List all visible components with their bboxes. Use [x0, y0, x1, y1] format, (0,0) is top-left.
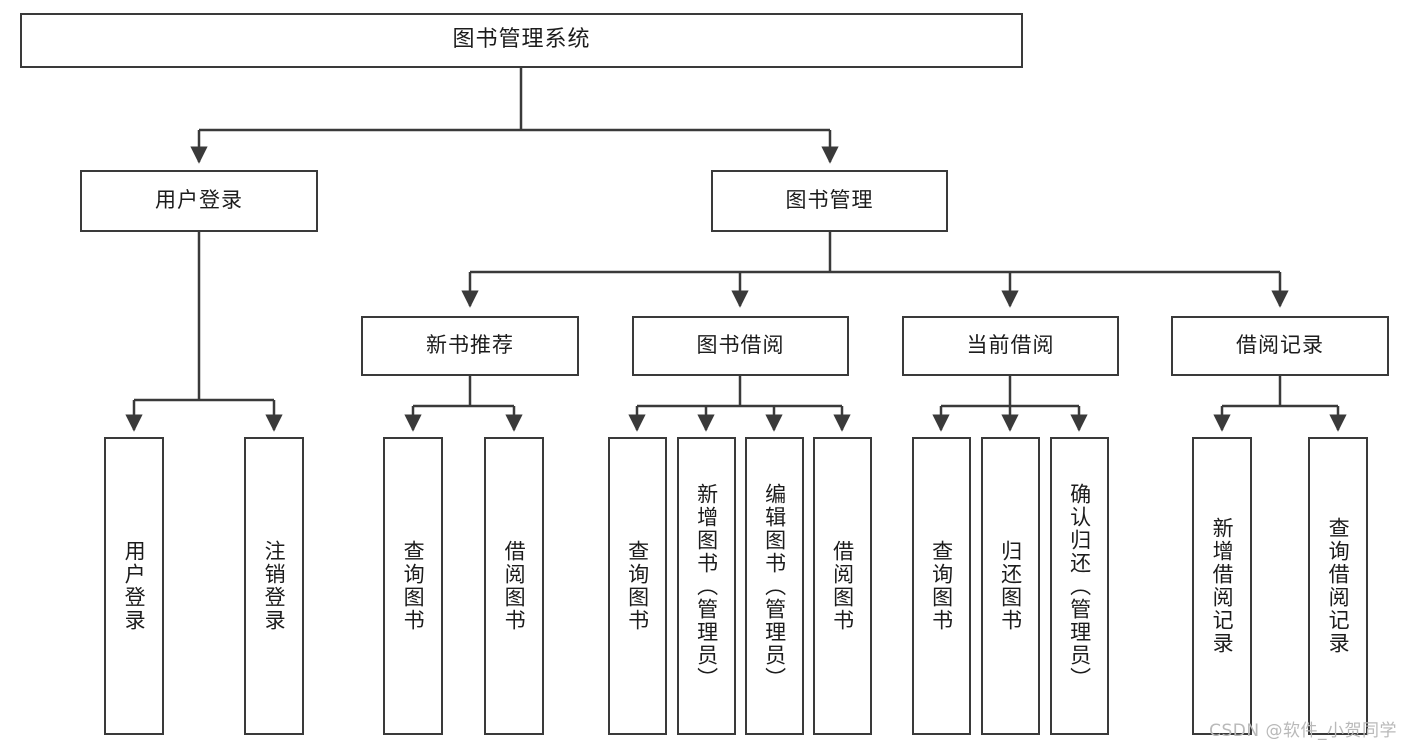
- node-leaf-logout-label: 注销登录: [262, 540, 287, 632]
- node-leaf-add-borrow-record[interactable]: 新增借阅记录: [1192, 437, 1252, 735]
- node-leaf-query-book-current-label: 查询图书: [929, 540, 954, 632]
- node-root[interactable]: 图书管理系统: [20, 13, 1023, 68]
- node-user-login[interactable]: 用户登录: [80, 170, 318, 232]
- node-leaf-query-book-borrow-label: 查询图书: [625, 540, 650, 632]
- node-leaf-borrow-book-borrow-label: 借阅图书: [830, 540, 855, 632]
- node-new-book-recommend-label: 新书推荐: [426, 333, 514, 358]
- node-leaf-logout[interactable]: 注销登录: [244, 437, 304, 735]
- node-leaf-edit-book-admin-label: 编辑图书（管理员）: [762, 482, 787, 690]
- node-leaf-query-borrow-record[interactable]: 查询借阅记录: [1308, 437, 1368, 735]
- node-user-login-label: 用户登录: [155, 188, 243, 213]
- node-leaf-query-borrow-record-label: 查询借阅记录: [1326, 517, 1351, 655]
- node-leaf-add-book-admin-label: 新增图书（管理员）: [694, 482, 719, 690]
- node-leaf-user-login[interactable]: 用户登录: [104, 437, 164, 735]
- node-leaf-query-book-borrow[interactable]: 查询图书: [608, 437, 667, 735]
- node-leaf-borrow-book-newbook-label: 借阅图书: [502, 540, 527, 632]
- node-current-borrow[interactable]: 当前借阅: [902, 316, 1119, 376]
- node-leaf-return-book[interactable]: 归还图书: [981, 437, 1040, 735]
- node-leaf-confirm-return-admin[interactable]: 确认归还（管理员）: [1050, 437, 1109, 735]
- node-new-book-recommend[interactable]: 新书推荐: [361, 316, 579, 376]
- node-leaf-add-book-admin[interactable]: 新增图书（管理员）: [677, 437, 736, 735]
- node-leaf-query-book-current[interactable]: 查询图书: [912, 437, 971, 735]
- node-root-label: 图书管理系统: [452, 27, 591, 53]
- node-leaf-borrow-book-newbook[interactable]: 借阅图书: [484, 437, 544, 735]
- node-book-management-label: 图书管理: [785, 188, 874, 213]
- node-leaf-add-borrow-record-label: 新增借阅记录: [1210, 517, 1235, 655]
- node-leaf-query-book-newbook-label: 查询图书: [401, 540, 426, 632]
- node-book-management[interactable]: 图书管理: [711, 170, 948, 232]
- node-leaf-confirm-return-admin-label: 确认归还（管理员）: [1067, 482, 1092, 690]
- node-leaf-edit-book-admin[interactable]: 编辑图书（管理员）: [745, 437, 804, 735]
- node-borrow-records-label: 借阅记录: [1236, 333, 1324, 358]
- csdn-watermark: CSDN @软件_小贺同学: [1209, 721, 1397, 741]
- node-leaf-query-book-newbook[interactable]: 查询图书: [383, 437, 443, 735]
- node-leaf-user-login-label: 用户登录: [122, 540, 147, 632]
- node-borrow-records[interactable]: 借阅记录: [1171, 316, 1389, 376]
- node-book-borrow-label: 图书借阅: [696, 333, 785, 358]
- node-book-borrow[interactable]: 图书借阅: [632, 316, 849, 376]
- node-leaf-borrow-book-borrow[interactable]: 借阅图书: [813, 437, 872, 735]
- node-current-borrow-label: 当前借阅: [966, 333, 1055, 358]
- node-leaf-return-book-label: 归还图书: [998, 540, 1023, 632]
